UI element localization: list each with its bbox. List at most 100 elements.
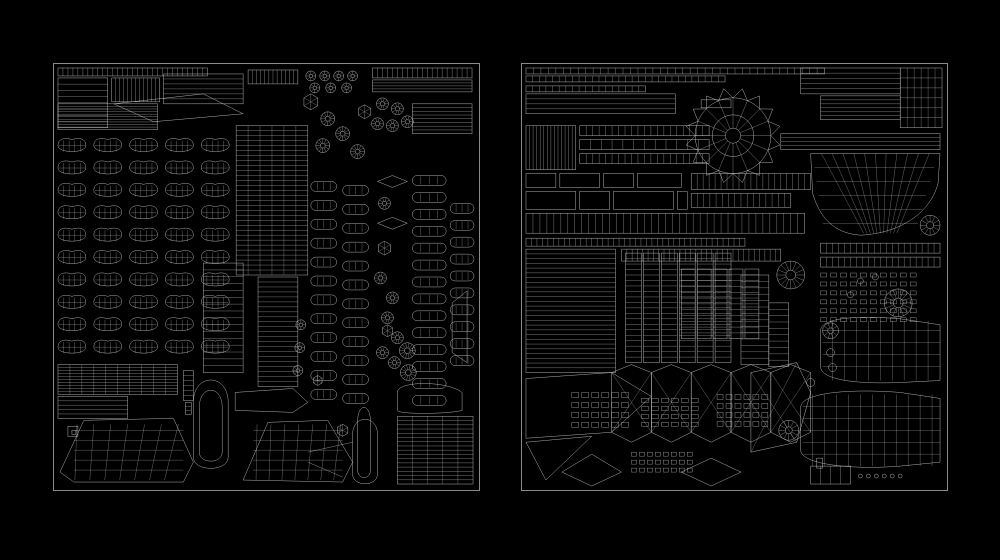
uv-layout-panel-right[interactable] [521,63,948,491]
uv-island-shell [129,160,158,175]
uv-edge [378,244,385,249]
uv-island [671,422,679,427]
uv-edge [392,109,396,113]
uv-edge [888,292,895,300]
uv-edge [902,304,912,309]
uv-edge [899,289,904,299]
uv-island-shell [651,364,692,443]
uv-island [677,191,688,210]
uv-edge [310,97,318,102]
uv-island [840,272,847,278]
uv-island-round [404,347,411,354]
uv-edge [380,354,382,359]
uv-island [310,313,337,325]
uv-edge [738,140,760,163]
uv-island-shell [93,138,122,152]
uv-island [830,290,837,296]
uv-island-shell [165,250,194,264]
uv-edge [389,314,393,317]
uv-edge [393,298,398,302]
uv-layout-panel-left[interactable] [53,63,480,491]
uv-edge [380,105,382,110]
uv-edge [402,118,406,121]
uv-edge [401,368,406,372]
uv-island-shell [129,317,158,331]
uv-island [631,451,637,457]
uv-edge [392,364,394,369]
uv-edge [890,153,908,234]
uv-island-round [828,363,837,372]
uv-edge [379,199,383,203]
uv-island-shell [750,362,811,453]
uv-edge [405,123,407,128]
uv-island [601,402,609,408]
uv-island [890,290,897,296]
uv-island [571,412,579,418]
uv-island [880,299,887,305]
uv-island-shell [561,453,623,487]
uv-island [525,191,576,210]
uv-edge [377,100,381,103]
uv-island [752,394,760,400]
uv-island-shell [93,317,122,331]
uv-island [651,422,659,427]
uv-island [743,403,751,409]
uv-edge [390,292,392,296]
uv-edge [321,72,324,75]
uv-island [412,344,447,355]
uv-island [761,412,769,418]
uv-edge [311,72,315,75]
uv-island [525,173,557,188]
uv-island [611,422,619,428]
uv-island [761,403,769,409]
uv-island [639,467,645,473]
uv-island [816,457,823,469]
uv-edge [407,342,410,348]
uv-edge [407,115,410,120]
uv-edge [377,348,381,352]
uv-edge [406,364,408,370]
uv-edge [706,108,728,131]
uv-edge [375,279,379,282]
uv-island [342,279,369,291]
uv-island [342,355,369,366]
uv-edge [328,120,332,125]
uv-island-shell [201,317,230,331]
uv-edge [387,312,390,316]
uv-edge [325,72,329,75]
uv-island [691,406,699,411]
uv-edge [149,424,162,481]
uv-island [716,394,724,400]
uv-edge [379,124,383,128]
uv-island [681,398,689,403]
uv-island [671,451,677,457]
uv-edge [377,125,380,130]
uv-island-round [897,473,903,479]
uv-edge [389,363,393,367]
uv-edge [298,371,302,375]
uv-island [870,272,877,278]
uv-island [342,317,369,329]
uv-edge [896,153,930,234]
uv-edge [387,122,391,125]
uv-island [909,281,917,287]
uv-island-shell [692,108,707,122]
uv-island-shell [57,205,87,220]
uv-island [621,402,629,408]
uv-island-round [385,315,390,321]
uv-island [820,290,827,296]
uv-island-shell [57,138,87,152]
uv-edge [853,153,874,234]
uv-edge [321,77,324,80]
uv-edge [901,292,909,300]
uv-edge [297,321,300,324]
uv-edge [885,297,894,302]
uv-edge [886,153,898,234]
uv-edge [382,330,388,334]
uv-island [449,304,475,316]
uv-edge [313,377,318,381]
uv-edge [777,269,787,274]
uv-island [647,451,653,457]
uv-island [909,290,917,296]
uv-island-round [882,473,887,479]
